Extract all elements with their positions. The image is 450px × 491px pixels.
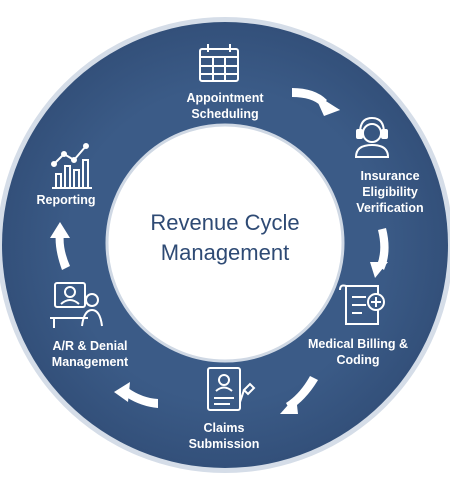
claim-form-icon xyxy=(207,367,256,411)
step-label-line: Medical Billing & xyxy=(307,337,408,351)
step-label-line: Submission xyxy=(188,437,260,451)
arrow-4-icon xyxy=(114,382,158,408)
step-medical-billing-coding: Medical Billing & Coding xyxy=(298,336,418,368)
step-label-line: A/R & Denial xyxy=(52,339,128,353)
title-line-2: Management xyxy=(160,240,290,265)
step-reporting: Reporting xyxy=(24,192,108,208)
team-meeting-icon xyxy=(50,282,103,328)
step-label-line: Reporting xyxy=(36,193,96,207)
step-label-line: Appointment xyxy=(186,91,264,105)
step-insurance-eligibility-verification: Insurance Eligibility Verification xyxy=(350,168,430,216)
title-line-1: Revenue Cycle xyxy=(150,210,300,235)
bar-chart-icon xyxy=(51,143,92,189)
step-label-line: Management xyxy=(51,355,129,369)
step-claims-submission: Claims Submission xyxy=(168,420,280,452)
arrow-2-icon xyxy=(370,228,389,278)
calendar-icon xyxy=(199,44,239,82)
arrow-1-icon xyxy=(292,88,340,116)
headset-agent-icon xyxy=(354,116,390,158)
medical-document-icon xyxy=(339,284,385,325)
step-label-line: Scheduling xyxy=(191,107,259,121)
step-appointment-scheduling: Appointment Scheduling xyxy=(164,90,286,122)
arrow-5-icon xyxy=(50,222,70,270)
arrow-3-icon xyxy=(280,376,318,414)
diagram-title: Revenue Cycle Management xyxy=(120,208,330,268)
step-label-line: Insurance xyxy=(360,169,420,183)
step-label-line: Eligibility xyxy=(362,185,418,199)
inner-circle xyxy=(105,123,345,363)
step-ar-denial-management: A/R & Denial Management xyxy=(36,338,144,370)
step-label-line: Verification xyxy=(356,201,424,215)
step-label-line: Coding xyxy=(336,353,380,367)
step-label-line: Claims xyxy=(203,421,245,435)
